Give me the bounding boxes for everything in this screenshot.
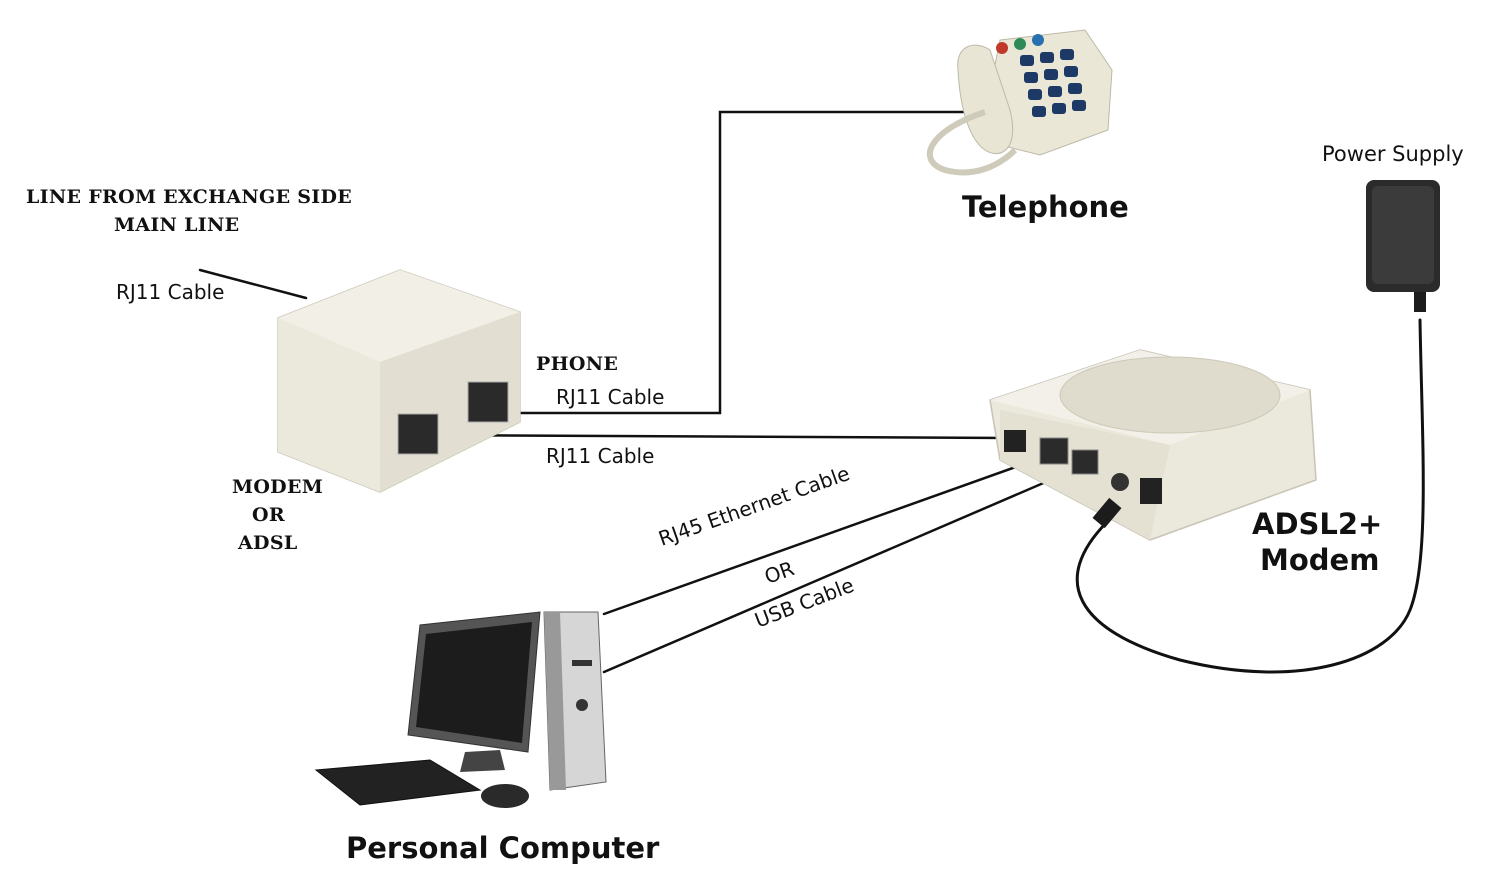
main-line-label: MAIN LINE xyxy=(114,214,240,236)
phone-port-label: PHONE xyxy=(536,353,619,375)
exchange-line-label: LINE FROM EXCHANGE SIDE xyxy=(26,186,353,208)
power-cable xyxy=(1075,318,1425,674)
rj11-phone-cable-label: RJ11 Cable xyxy=(556,385,665,409)
modem-port-label-1: MODEM xyxy=(232,476,324,498)
modem-ethernet-port xyxy=(1039,437,1069,465)
phone-rj11-cable xyxy=(476,110,987,415)
modem-name-label-2: Modem xyxy=(1260,543,1380,577)
personal-computer-image xyxy=(314,611,607,808)
usb-cable xyxy=(602,464,1085,674)
personal-computer-label: Personal Computer xyxy=(346,831,660,865)
power-supply-image xyxy=(1366,180,1440,312)
power-supply-label: Power Supply xyxy=(1322,142,1464,166)
rj11-main-cable-label: RJ11 Cable xyxy=(116,280,225,304)
modem-port-label-3: ADSL xyxy=(238,532,298,554)
cables xyxy=(198,110,1425,674)
splitter-phone-port xyxy=(467,381,509,423)
main-line-cable xyxy=(198,268,308,300)
telephone-coiled-cord xyxy=(926,109,1018,176)
computer-keyboard xyxy=(314,759,482,806)
rj11-modem-cable-label: RJ11 Cable xyxy=(546,444,655,468)
ethernet-cable xyxy=(602,452,1054,616)
modem-power-jack xyxy=(1140,478,1162,504)
modem-usb-port xyxy=(1071,449,1099,475)
modem-name-label-1: ADSL2+ xyxy=(1252,507,1383,541)
modem-dsl-port xyxy=(1004,430,1026,452)
modem-image xyxy=(989,349,1317,541)
splitter-modem-port xyxy=(397,413,439,455)
modem-vent-grille xyxy=(1059,356,1281,434)
computer-mouse xyxy=(481,784,529,808)
modem-port-label-2: OR xyxy=(252,504,285,526)
modem-rj11-cable xyxy=(408,433,1012,440)
modem-power-button xyxy=(1111,473,1129,491)
adsl-splitter xyxy=(277,269,521,493)
telephone-image xyxy=(926,29,1113,176)
telephone-keypad xyxy=(1020,49,1086,117)
telephone-label: Telephone xyxy=(962,190,1129,224)
